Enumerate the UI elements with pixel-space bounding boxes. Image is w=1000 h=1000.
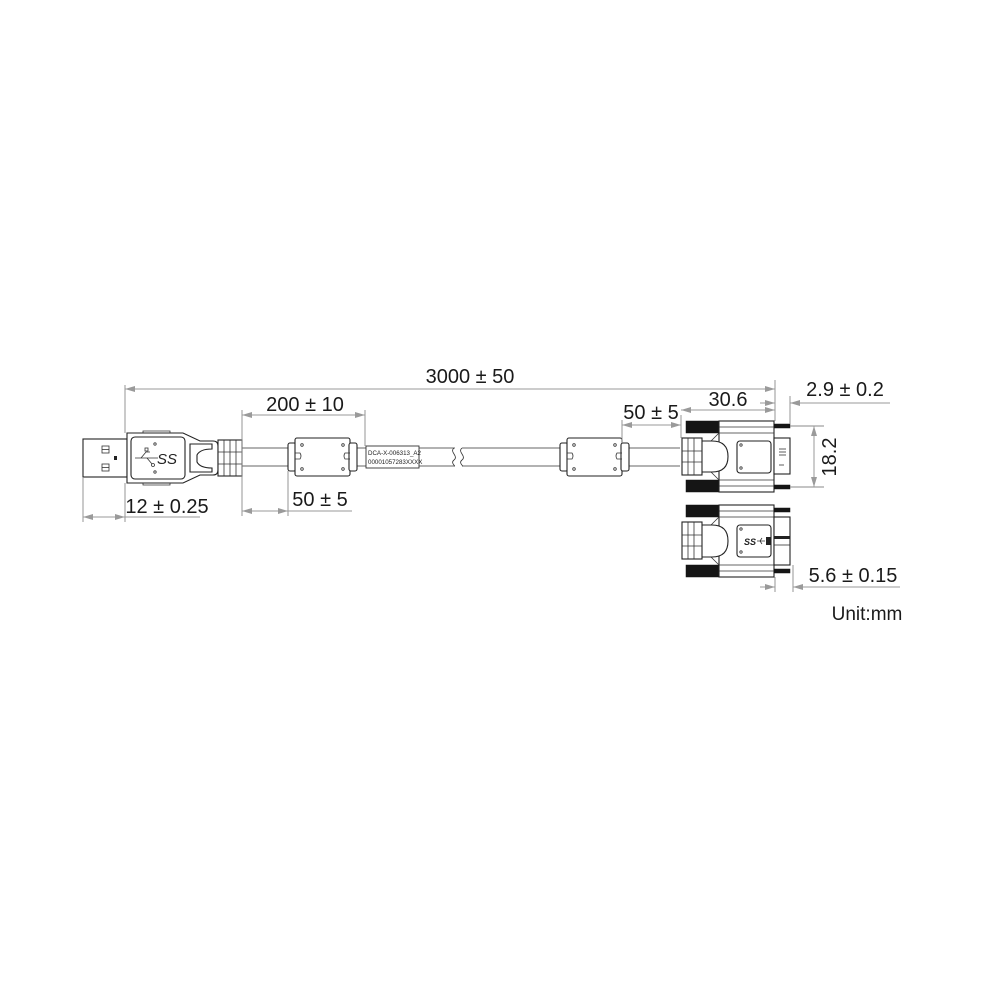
micro-b-connector-top	[681, 420, 791, 493]
dim-screw-spacing: 18.2	[790, 425, 841, 488]
dim-screw-protrusion-label: 2.9 ± 0.2	[806, 379, 884, 401]
cable-label-line2: 00001057283XXXX	[368, 459, 422, 466]
svg-text:SS: SS	[744, 537, 756, 547]
dim-plug-a-insert-label: 12 ± 0.25	[125, 496, 208, 518]
cable-label: DCA-X-006313_A2 00001057283XXXX	[365, 445, 422, 469]
dim-connector-b-length-label: 30.6	[709, 389, 748, 411]
dim-ferrite-a-length-label: 50 ± 5	[292, 489, 347, 511]
ferrite-core-a	[287, 437, 358, 477]
usb-a-connector: SS	[82, 430, 243, 486]
dim-plug-b-thickness: 5.6 ± 0.15	[760, 565, 900, 592]
cable-label-line1: DCA-X-006313_A2	[368, 450, 422, 457]
dim-ferrite-b-gap: 50 ± 5	[621, 402, 682, 443]
dim-screw-protrusion: 2.9 ± 0.2	[760, 379, 890, 424]
superspeed-b-logo-icon: SS	[744, 537, 771, 547]
dim-overall-length-label: 3000 ± 50	[426, 366, 515, 388]
dim-screw-spacing-label: 18.2	[819, 438, 841, 477]
svg-text:SS: SS	[157, 451, 177, 468]
dim-plug-b-thickness-label: 5.6 ± 0.15	[809, 565, 898, 587]
superspeed-logo-icon: SS	[135, 442, 177, 474]
dim-ferrite-a-distance: 200 ± 10	[241, 394, 366, 516]
unit-label: Unit:mm	[832, 604, 903, 625]
dim-overall-length: 3000 ± 50	[124, 366, 776, 433]
dim-ferrite-a-length: 50 ± 5	[242, 471, 352, 516]
dim-plug-a-insert: 12 ± 0.25	[82, 477, 209, 522]
ferrite-core-b	[559, 437, 630, 477]
micro-b-connector-side: SS	[681, 504, 791, 578]
dim-ferrite-a-distance-label: 200 ± 10	[266, 394, 344, 416]
dim-connector-b-length: 30.6	[681, 389, 775, 413]
dim-ferrite-b-gap-label: 50 ± 5	[623, 402, 678, 424]
